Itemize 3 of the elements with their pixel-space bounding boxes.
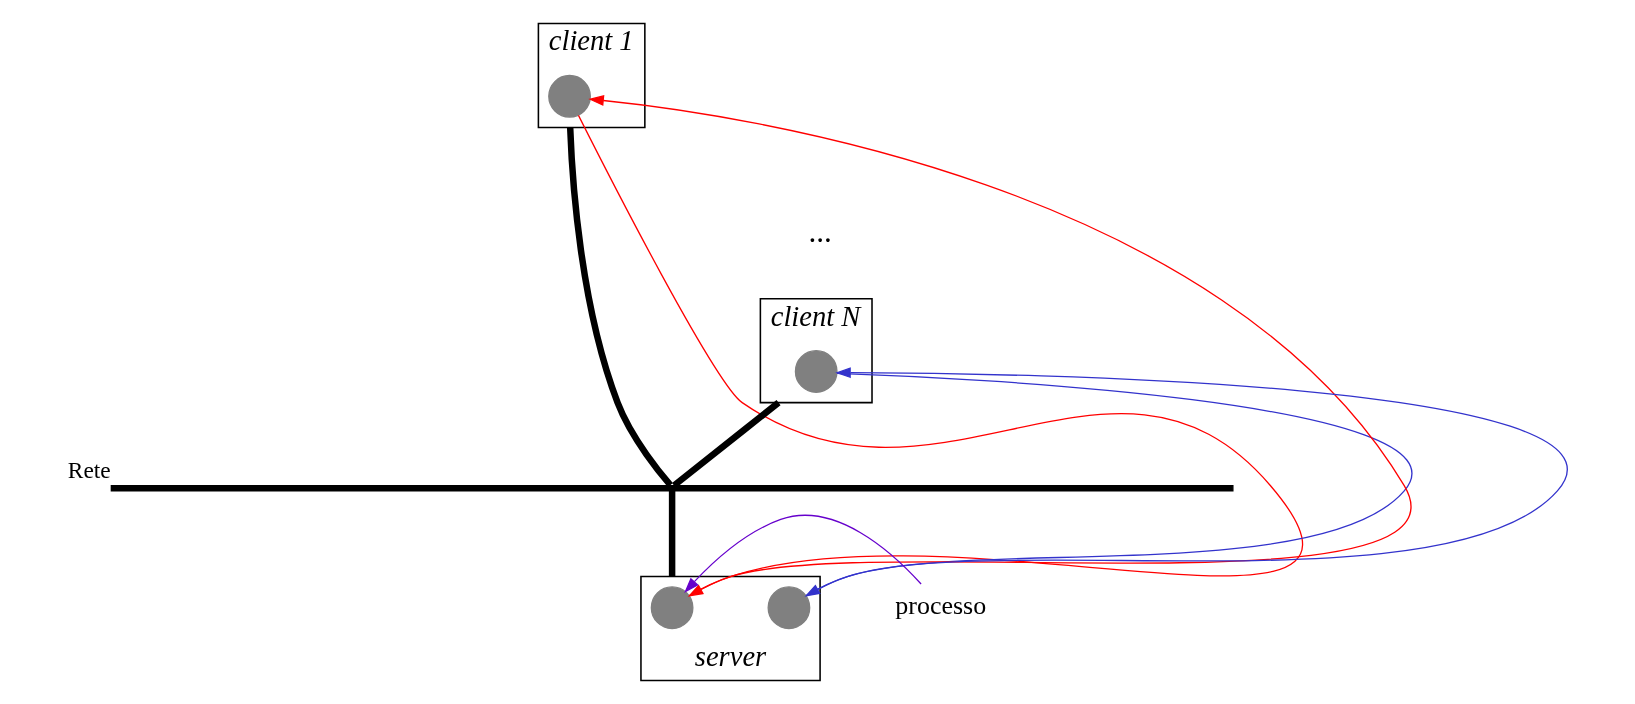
label: ... (808, 213, 832, 249)
node-label: Rete (67, 457, 111, 484)
node-text: processo (895, 591, 987, 621)
